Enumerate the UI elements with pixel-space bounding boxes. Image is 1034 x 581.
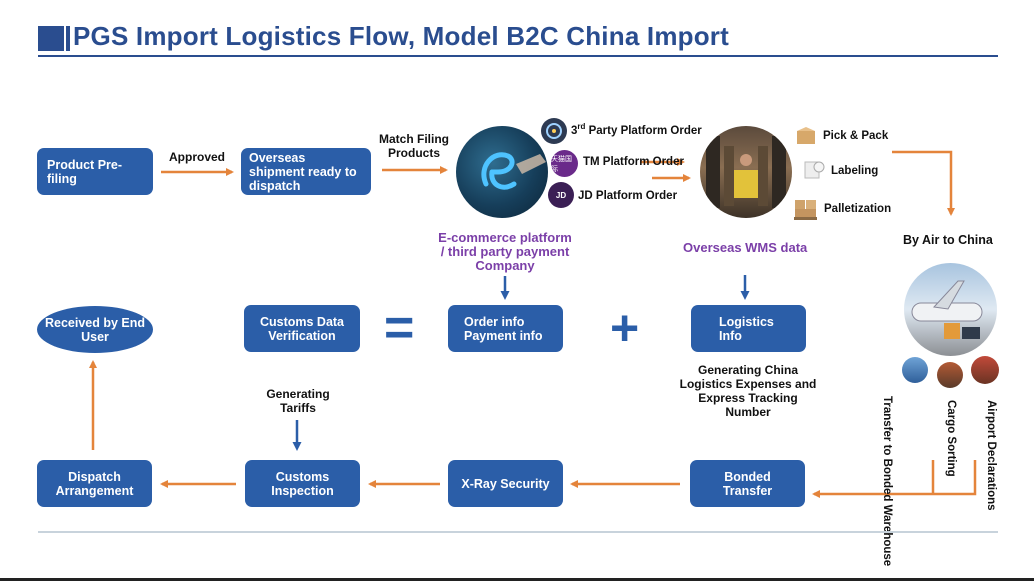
- third-party-platform-icon: [541, 118, 567, 144]
- dispatch-arrangement-box: Dispatch Arrangement: [37, 460, 152, 507]
- bottom-edge-line: [0, 578, 1034, 581]
- pick-pack-label: Pick & Pack: [823, 130, 889, 142]
- jd-platform-logo-icon: JD: [548, 182, 574, 208]
- label-roll-icon: [803, 158, 825, 180]
- labeling-label: Labeling: [831, 165, 879, 177]
- cargo-sorting-icon: [937, 362, 963, 388]
- warehouse-image: [700, 126, 792, 218]
- overseas-shipment-box: Overseas shipment ready to dispatch: [241, 148, 371, 195]
- customs-inspection-box: Customs Inspection: [245, 460, 360, 507]
- pallet-boxes-icon: [793, 196, 819, 220]
- jd-order-label: JD Platform Order: [578, 190, 678, 202]
- footer-divider: [38, 531, 998, 533]
- tm-order-label: TM Platform Order: [583, 156, 684, 168]
- pick-pack-box-icon: [795, 127, 817, 145]
- palletization-label: Palletization: [824, 203, 892, 215]
- logistics-info-box: Logistics Info: [691, 305, 806, 352]
- ecommerce-caption: E-commerce platform / third party paymen…: [438, 230, 572, 273]
- logistics-caption: Generating China Logistics Expenses and …: [679, 363, 817, 419]
- airport-declarations-label: Airport Declarations: [985, 400, 997, 511]
- equals-sign: =: [384, 299, 415, 357]
- approved-label: Approved: [169, 150, 226, 164]
- ecommerce-platform-image: [456, 126, 548, 218]
- generating-tariffs-label: Generating Tariffs: [266, 387, 330, 415]
- title-underline: [38, 55, 998, 57]
- order-info-box: Order info Payment info: [448, 305, 563, 352]
- title-square-icon: [38, 26, 64, 51]
- plus-sign: +: [610, 300, 640, 356]
- airport-declarations-icon: [971, 356, 999, 384]
- air-cargo-image: [904, 263, 997, 356]
- arrow-airport-to-bonded: [812, 460, 977, 498]
- cargo-sorting-label: Cargo Sorting: [945, 400, 957, 477]
- page-title: PGS Import Logistics Flow, Model B2C Chi…: [73, 21, 729, 51]
- wms-caption: Overseas WMS data: [683, 240, 808, 255]
- match-filing-label: Match Filing Products: [379, 132, 449, 160]
- title-accent-bar: [66, 26, 70, 51]
- customs-data-verification-box: Customs Data Verification: [244, 305, 360, 352]
- xray-security-box: X-Ray Security: [448, 460, 563, 507]
- tm-platform-logo-icon: 天猫国际: [551, 150, 578, 177]
- transfer-bonded-label: Transfer to Bonded Warehouse: [881, 396, 893, 567]
- product-prefiling-box: Product Pre-filing: [37, 148, 153, 195]
- received-by-end-user-node: Received by End User: [37, 306, 153, 353]
- third-party-order-label: 3rd Party Platform Order: [571, 122, 702, 137]
- bonded-warehouse-icon: [902, 357, 928, 383]
- arrow-wms-to-air: [892, 150, 955, 216]
- bonded-transfer-box: Bonded Transfer: [690, 460, 805, 507]
- by-air-label: By Air to China: [903, 233, 993, 247]
